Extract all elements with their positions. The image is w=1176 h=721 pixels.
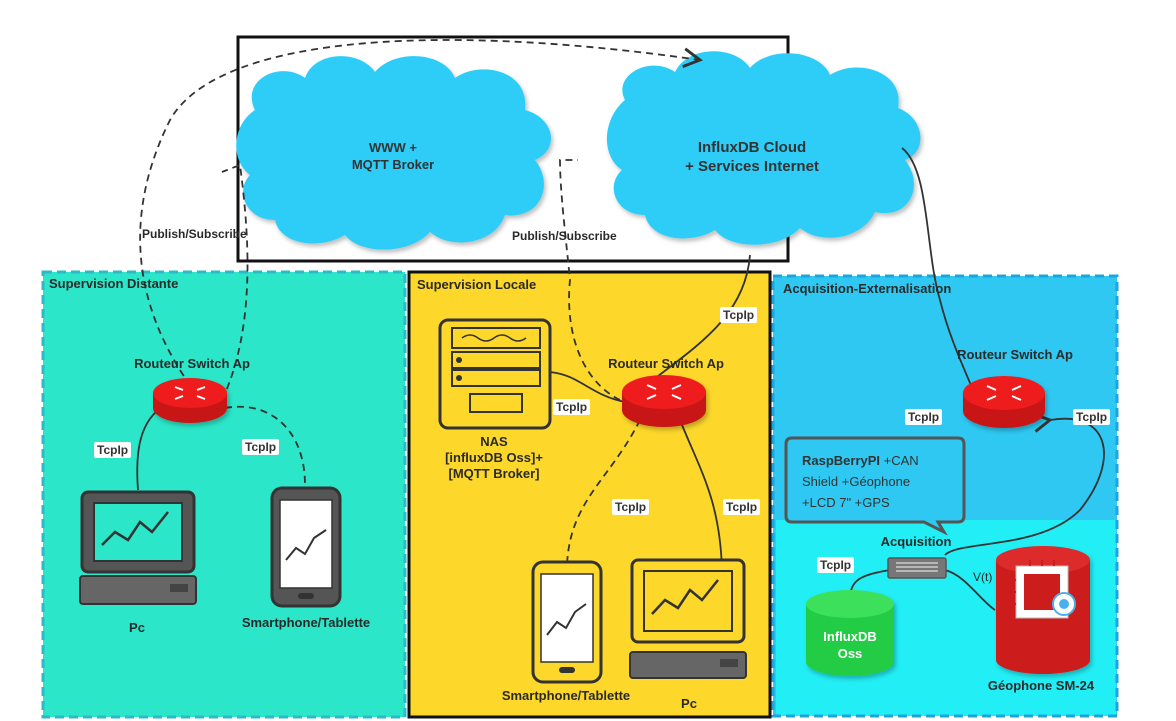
tcp-tag-distante-phone: TcpIp [242,439,280,455]
tcp-tag-distante-pc: TcpIp [94,442,132,458]
cloud-influx-line2: + Services Internet [685,158,819,175]
influx-oss-line1: InfluxDB [823,629,877,644]
cloud-influx-line1: InfluxDB Cloud [697,139,807,156]
cloud-www-mqtt [236,56,552,250]
acquisition-label: Acquisition [880,534,952,549]
phone-distante-label: Smartphone/Tablette [241,615,371,630]
tcp-tag-locale-cloud: TcpIp [720,307,758,323]
phone-locale-label: Smartphone/Tablette [501,688,631,703]
edge-locale-router-pc [679,419,723,571]
tcp-tag-acq-left: TcpIp [905,409,943,425]
cloud-www-line2: MQTT Broker [351,157,435,172]
edge-distante-to-influx [139,39,703,406]
publish-subscribe-right: Publish/Subscribe [512,229,617,243]
edge-locale-router-nas [549,371,626,403]
bubble-line2: Shield +Géophone [802,474,911,489]
router-locale-icon [622,375,706,427]
influxdb-oss-icon [806,590,894,676]
edge-distante-router-phone [224,405,306,486]
bubble-line3: +LCD 7" +GPS [802,495,890,510]
influx-oss-line2: Oss [837,646,863,661]
edge-influx-to-acq-router [901,147,976,396]
router-distante-icon [153,378,227,423]
router-locale-label: Routeur Switch Ap [608,356,724,371]
phone-locale-icon [531,560,603,684]
cloud-influx-label: InfluxDB Cloud + Services Internet [685,138,819,176]
geophone-label: Géophone SM-24 [987,678,1095,693]
pc-distante-label: Pc [129,620,145,635]
raspberry-bubble [784,436,966,536]
edge-distante-to-www [221,163,249,401]
zone-title-locale: Supervision Locale [417,277,537,292]
bubble-line1: RaspBerryPI +CAN [802,450,958,471]
nas-label: NAS [influxDB Oss]+ [MQTT Broker] [445,434,543,482]
edge-locale-to-www [559,159,621,401]
nas-line2: [influxDB Oss]+ [445,450,543,465]
cloud-www-line1: WWW + [368,140,417,155]
pc-locale-icon [629,558,747,679]
pc-locale-label: Pc [681,696,697,711]
influx-oss-label: InfluxDB Oss [823,628,876,662]
bubble-bold: RaspBerryPI [802,453,881,468]
bubble-line1-rest: +CAN [880,453,919,468]
acquisition-module-icon [887,557,947,579]
tcp-tag-locale-nas: TcpIp [553,399,591,415]
zone-title-distante: Supervision Distante [49,276,179,291]
cloud-influxdb [606,51,921,245]
edge-locale-router-phone [566,419,641,566]
zone-title-acquisition: Acquisition-Externalisation [783,281,952,296]
voltage-label: V(t) [973,570,993,584]
edge-acq-router-to-module [944,412,1105,556]
tcp-tag-locale-phone: TcpIp [612,499,650,515]
nas-line1: NAS [480,434,508,449]
cloud-www-label: WWW + MQTT Broker [352,139,434,173]
nas-icon [438,318,552,430]
edge-module-to-geophone [944,569,996,611]
raspberry-bubble-text: RaspBerryPI +CAN Shield +Géophone +LCD 7… [788,436,958,520]
tcp-tag-locale-pc: TcpIp [723,499,761,515]
router-acquisition-label: Routeur Switch Ap [957,347,1073,362]
phone-distante-icon [270,486,342,608]
geophone-icon [996,546,1090,674]
router-acquisition-icon [963,376,1045,428]
tcp-tag-acq-db: TcpIp [817,557,855,573]
tcp-tag-acq-right: TcpIp [1073,409,1111,425]
publish-subscribe-left: Publish/Subscribe [142,227,247,241]
pc-distante-icon [79,490,197,605]
nas-line3: [MQTT Broker] [448,466,540,481]
router-distante-label: Routeur Switch Ap [134,356,250,371]
